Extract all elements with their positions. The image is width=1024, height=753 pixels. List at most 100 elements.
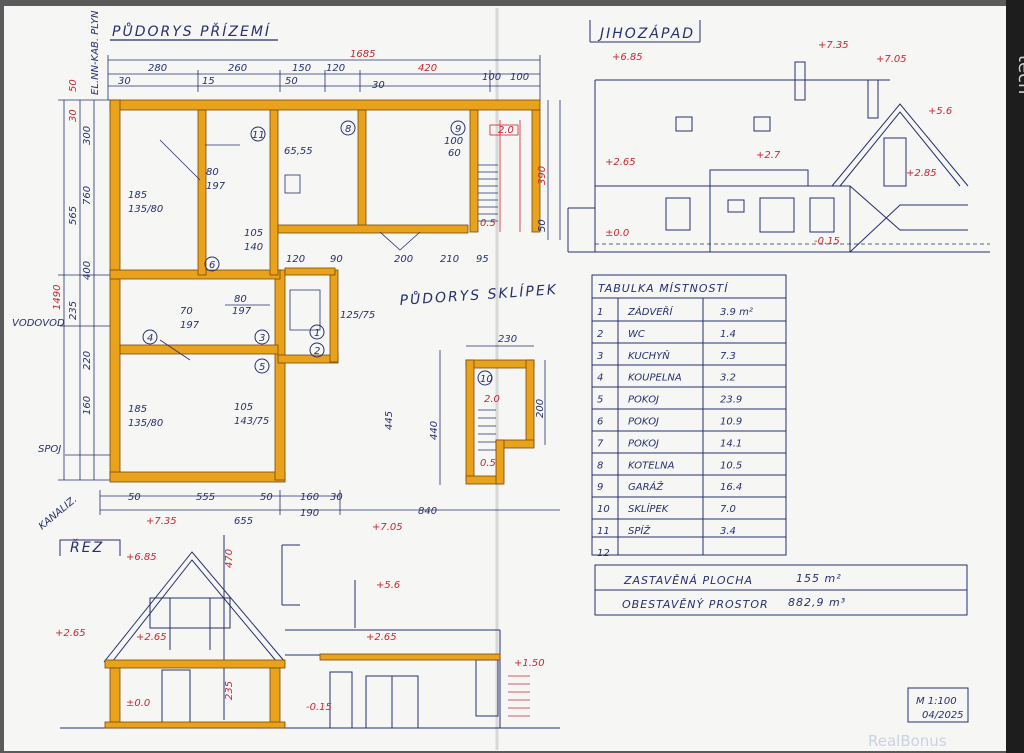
dim-bottom-3: 50 bbox=[128, 492, 141, 503]
dim-right-390: 390 bbox=[537, 166, 548, 185]
built-area-label: ZASTAVĚNÁ PLOCHA bbox=[623, 574, 753, 587]
dim-top-9: 30 bbox=[372, 80, 385, 91]
room-mark-2: 2 bbox=[309, 342, 325, 358]
section-cut: ŘEZ bbox=[55, 516, 560, 729]
left-watermark-logo: tech bbox=[1014, 55, 1024, 94]
room-area-9: 16.4 bbox=[720, 482, 742, 493]
elev-level-2-65: +2.65 bbox=[605, 157, 636, 168]
utilities-label: EL.NN-KAB. PLYN bbox=[90, 10, 101, 95]
label-120: 120 bbox=[286, 254, 305, 265]
sec-level-7-35: +7.35 bbox=[146, 516, 177, 527]
dim-left-7: 50 bbox=[68, 79, 79, 92]
dim-top-7: 100 bbox=[510, 72, 529, 83]
room-mark-11: 11 bbox=[250, 126, 266, 142]
sec-level-2-65b: +2.65 bbox=[136, 632, 167, 643]
label-100: 100 bbox=[444, 136, 463, 147]
basement-dim-2-0: 2.0 bbox=[484, 394, 500, 405]
elev-level-2-85: +2.85 bbox=[906, 168, 937, 179]
basement-dim-200: 200 bbox=[535, 399, 546, 418]
room-no-4: 4 bbox=[597, 373, 603, 384]
room-no-3: 3 bbox=[597, 351, 603, 362]
room-area-5: 23.9 bbox=[720, 395, 742, 406]
label-143: 143/75 bbox=[234, 416, 269, 427]
label-90: 90 bbox=[330, 254, 343, 265]
elev-level-0-0: ±0.0 bbox=[605, 228, 629, 239]
svg-text:1: 1 bbox=[314, 328, 320, 339]
label-135b: 135/80 bbox=[128, 418, 163, 429]
label-197b: 197 bbox=[232, 306, 252, 317]
dim-445: 445 bbox=[384, 411, 395, 430]
dim-left-6: 30 bbox=[68, 109, 79, 122]
elev-level-5-6: +5.6 bbox=[928, 106, 952, 117]
room-no-5: 5 bbox=[597, 395, 603, 406]
svg-text:9: 9 bbox=[455, 124, 461, 135]
label-65: 65,55 bbox=[284, 146, 313, 157]
elev-level-7-35: +7.35 bbox=[818, 40, 849, 51]
dim-top-total: 1685 bbox=[350, 49, 375, 60]
built-area-value: 155 m² bbox=[796, 572, 842, 585]
room-mark-5: 5 bbox=[254, 358, 270, 374]
dim-top-10: 50 bbox=[285, 76, 298, 87]
sec-dim-235: 235 bbox=[224, 681, 235, 700]
room-mark-10: 10 bbox=[477, 370, 493, 386]
room-area-7: 14.1 bbox=[720, 438, 742, 449]
sec-level-2-65c: +2.65 bbox=[366, 632, 397, 643]
svg-text:8: 8 bbox=[345, 124, 351, 135]
dim-bottom-total: 840 bbox=[418, 506, 437, 517]
room-no-2: 2 bbox=[597, 329, 603, 340]
label-0-5: 0.5 bbox=[480, 218, 496, 229]
svg-text:6: 6 bbox=[209, 260, 215, 271]
room-area-10: 7.0 bbox=[720, 504, 736, 515]
elevation-southwest: JIHOZÁPAD +6 bbox=[567, 20, 990, 253]
room-mark-1: 1 bbox=[309, 324, 325, 340]
sec-level-2-65a: +2.65 bbox=[55, 628, 86, 639]
dim-top-6: 100 bbox=[482, 72, 501, 83]
dim-bottom-7: 30 bbox=[330, 492, 343, 503]
room-mark-6: 6 bbox=[204, 256, 220, 272]
water-label: VODOVOD bbox=[12, 318, 65, 329]
room-no-6: 6 bbox=[597, 417, 603, 428]
elev-level-m0-15: -0.15 bbox=[814, 236, 840, 247]
room-name-2: WC bbox=[628, 329, 645, 340]
room-no-9: 9 bbox=[597, 482, 603, 493]
dim-top-8: 15 bbox=[202, 76, 215, 87]
label-60: 60 bbox=[448, 148, 461, 159]
elevation-title: JIHOZÁPAD bbox=[597, 25, 695, 42]
dim-left-8: 220 bbox=[82, 351, 93, 370]
dim-left-4: 235 bbox=[68, 301, 79, 320]
realbonus-watermark: RealBonus bbox=[868, 732, 947, 750]
room-mark-9: 9 bbox=[450, 120, 466, 136]
sec-dim-470: 470 bbox=[224, 549, 235, 568]
dim-bottom-6: 190 bbox=[300, 508, 319, 519]
room-area-6: 10.9 bbox=[720, 417, 742, 428]
basement-dim-440: 440 bbox=[429, 421, 440, 440]
basement-dim-230: 230 bbox=[498, 334, 517, 345]
volume-label: OBESTAVĚNÝ PROSTOR bbox=[622, 598, 769, 611]
label-95: 95 bbox=[476, 254, 489, 265]
label-105b: 105 bbox=[244, 228, 263, 239]
dim-left-total: 1490 bbox=[52, 285, 63, 310]
svg-text:10: 10 bbox=[480, 374, 493, 385]
scale-stamp: M 1:100 04/2025 bbox=[907, 687, 969, 723]
dim-top-2: 260 bbox=[228, 63, 247, 74]
section-title: ŘEZ bbox=[70, 539, 104, 556]
volume-value: 882,9 m³ bbox=[788, 596, 846, 609]
label-80a: 80 bbox=[206, 167, 219, 178]
label-125: 125/75 bbox=[340, 310, 375, 321]
dim-top-4: 120 bbox=[326, 63, 345, 74]
room-name-11: SPÍŽ bbox=[628, 524, 651, 537]
dim-bottom-4: 50 bbox=[260, 492, 273, 503]
dim-right-50: 50 bbox=[537, 219, 548, 232]
dim-bottom-2: 555 bbox=[196, 492, 215, 503]
label-185a: 185 bbox=[128, 190, 147, 201]
label-197c: 197 bbox=[180, 320, 200, 331]
svg-text:11: 11 bbox=[252, 130, 265, 141]
label-2-0: 2.0 bbox=[498, 125, 514, 136]
room-name-9: GARÁŽ bbox=[628, 480, 664, 493]
room-no-7: 7 bbox=[597, 438, 604, 449]
elev-level-6-85: +6.85 bbox=[612, 52, 643, 63]
room-no-8: 8 bbox=[597, 460, 603, 471]
dim-left-9: 160 bbox=[82, 396, 93, 415]
sec-level-0-0: ±0.0 bbox=[126, 698, 150, 709]
